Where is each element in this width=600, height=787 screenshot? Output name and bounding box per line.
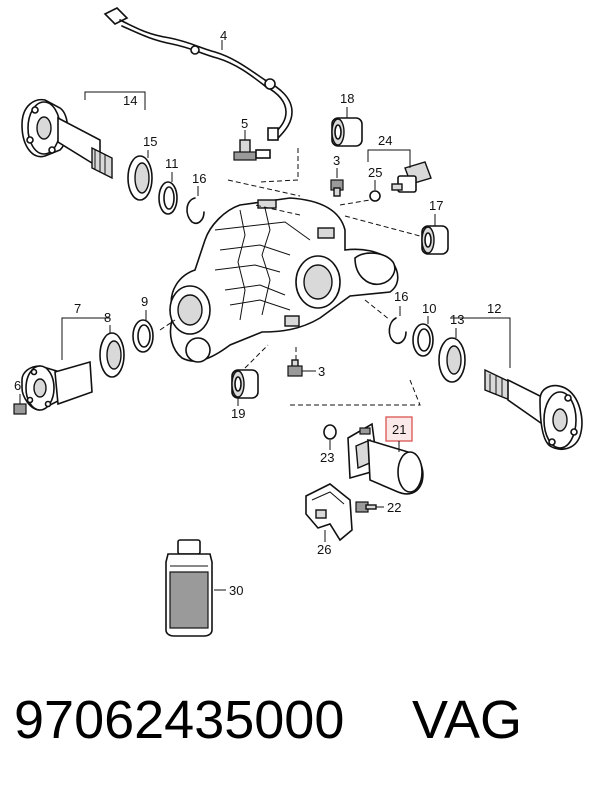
label-25: 25 [368, 165, 382, 180]
flange-shaft-right [484, 368, 583, 450]
label-26: 26 [317, 542, 331, 557]
shaft-seal-13 [438, 337, 466, 383]
label-9: 9 [141, 294, 148, 309]
flange-shaft-left [21, 98, 113, 180]
label-16-left: 16 [192, 171, 206, 186]
label-4: 4 [220, 28, 227, 43]
label-16-right: 16 [394, 289, 408, 304]
bolt-top [330, 179, 344, 197]
sensor-24 [391, 161, 432, 193]
spacer-ring-9 [132, 319, 154, 353]
circlip-right [388, 317, 407, 345]
breather-valve [233, 130, 271, 161]
breather-hose [103, 7, 293, 141]
label-18: 18 [340, 91, 354, 106]
bolt-bottom [287, 359, 316, 377]
spacer-ring-10 [412, 323, 434, 357]
mount-bush-bottom [231, 369, 259, 399]
shaft-seal-left [127, 155, 153, 201]
bolt-22 [355, 501, 384, 513]
bracket-26 [305, 483, 353, 542]
actuator-motor [347, 422, 424, 495]
label-21: 21 [392, 422, 406, 437]
mount-bush-right [421, 225, 449, 255]
label-11: 11 [165, 156, 179, 171]
label-17: 17 [429, 198, 443, 213]
oil-bottle-30 [165, 539, 213, 637]
part-number-text: 97062435000 [14, 690, 345, 750]
label-5: 5 [241, 116, 248, 131]
label-19: 19 [231, 406, 245, 421]
label-30: 30 [229, 583, 243, 598]
label-8: 8 [104, 310, 111, 325]
label-13: 13 [450, 312, 464, 327]
shaft-seal-8 [99, 332, 125, 378]
label-12: 12 [487, 301, 501, 316]
label-3-top: 3 [333, 153, 340, 168]
label-10: 10 [422, 301, 436, 316]
bolt-6 [13, 394, 27, 415]
label-14: 14 [123, 93, 137, 108]
brand-text: VAG [412, 690, 523, 750]
circlip-left [186, 197, 205, 225]
mount-bush-top [331, 117, 363, 147]
label-22: 22 [387, 500, 401, 515]
exploded-parts-diagram: 4 5 18 3 24 25 17 [13, 7, 583, 637]
label-6: 6 [14, 378, 21, 393]
label-15: 15 [143, 134, 157, 149]
flange-left-bottom [21, 360, 93, 411]
label-24: 24 [378, 133, 392, 148]
spacer-ring-11 [158, 181, 178, 215]
differential-housing [169, 197, 399, 363]
label-23: 23 [320, 450, 334, 465]
o-ring-23 [323, 424, 337, 440]
label-3-bottom: 3 [318, 364, 325, 379]
o-ring-25 [369, 190, 381, 202]
label-7: 7 [74, 301, 81, 316]
